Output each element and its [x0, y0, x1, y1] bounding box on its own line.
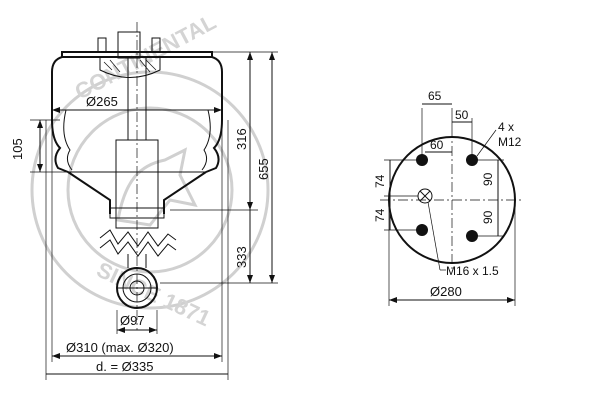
center-air-fitting	[417, 188, 433, 204]
stud-right	[151, 37, 161, 53]
bolt-count-label: 4 x	[498, 120, 514, 134]
center-stud	[117, 31, 141, 59]
bellow-inner-right	[201, 109, 211, 171]
side-dimensions: Ø265 105 316 333 655 Ø97	[10, 51, 278, 380]
side-view	[51, 22, 223, 330]
dim-width-50: 50	[455, 108, 469, 122]
piston-left	[67, 171, 111, 214]
piston-right	[163, 171, 207, 214]
dim-width-60: 60	[430, 138, 444, 152]
top-fitting	[99, 57, 161, 78]
dim-v74-top: 74	[373, 174, 387, 188]
dim-dia-97: Ø97	[120, 313, 145, 328]
bolt-hole-bottom-left	[416, 224, 428, 236]
dim-dia-265: Ø265	[86, 94, 118, 109]
dim-v90-top: 90	[481, 172, 495, 186]
dim-width-65: 65	[428, 89, 442, 103]
bolt-hole-bottom-right	[466, 230, 478, 242]
bellow-left	[51, 56, 69, 173]
bellow-inner-left	[63, 109, 73, 171]
stud-left	[97, 37, 107, 53]
bottom-eye	[116, 267, 158, 309]
bolt-hole-top-left	[416, 154, 428, 166]
dim-height-316: 316	[234, 128, 249, 150]
dim-v90-bottom: 90	[481, 210, 495, 224]
break-line-upper	[99, 229, 177, 247]
dim-height-333: 333	[234, 246, 249, 268]
dim-dia-335: d. = Ø335	[96, 359, 153, 374]
dim-height-105: 105	[10, 138, 25, 160]
bolt-hole-top-right	[466, 154, 478, 166]
bellow-right	[205, 56, 223, 173]
top-plate	[61, 51, 213, 58]
dim-height-655: 655	[256, 158, 271, 180]
watermark-bottom-text: SINCE 1871	[93, 257, 214, 331]
bolt-size-label: M12	[498, 135, 522, 149]
top-view: 65 50 60 4 x M12 74 74 90 90 M16 x 1.5	[373, 89, 524, 306]
center-bolt-label: M16 x 1.5	[446, 264, 499, 278]
dim-dia-310: Ø310 (max. Ø320)	[66, 340, 174, 355]
dim-dia-280: Ø280	[430, 284, 462, 299]
break-line-lower	[99, 239, 177, 257]
dim-v74-bottom: 74	[373, 208, 387, 222]
